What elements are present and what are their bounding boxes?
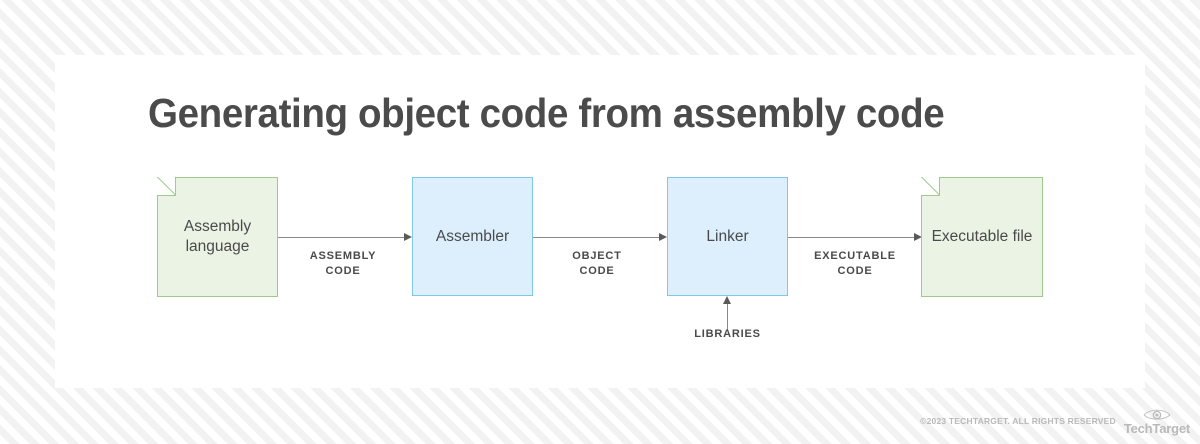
edge-libraries-line <box>727 303 728 331</box>
edge-assembly-code-label: ASSEMBLY CODE <box>309 250 377 277</box>
edge-executable-code-label: EXECUTABLE CODE <box>814 250 896 277</box>
page-title: Generating object code from assembly cod… <box>148 90 945 136</box>
node-assembler[interactable]: Assembler <box>412 177 533 296</box>
document-fold-line-icon <box>157 177 176 196</box>
node-assembler-label: Assembler <box>435 227 510 245</box>
techtarget-logo: TechTarget <box>1124 407 1190 435</box>
edge-executable-code-arrowhead <box>914 232 922 241</box>
content-card: Generating object code from assembly cod… <box>55 55 1145 388</box>
edge-assembly-code-line <box>278 237 405 238</box>
node-assembly-language[interactable]: Assembly language <box>157 177 278 297</box>
footer: ©2023 TECHTARGET. ALL RIGHTS RESERVED Te… <box>920 407 1190 435</box>
edge-libraries-arrowhead <box>723 296 731 304</box>
techtarget-wordmark: TechTarget <box>1123 421 1190 436</box>
node-linker[interactable]: Linker <box>667 177 788 296</box>
edge-assembly-code-arrowhead <box>404 232 412 241</box>
node-linker-label: Linker <box>706 227 749 245</box>
node-assembly-language-label: Assembly language <box>183 218 252 255</box>
eye-icon <box>1143 409 1171 420</box>
flow-diagram: Assembly language ASSEMBLY CODE Assemble… <box>55 55 1145 388</box>
document-fold-line-icon <box>921 177 940 196</box>
copyright-text: ©2023 TECHTARGET. ALL RIGHTS RESERVED <box>920 416 1116 426</box>
node-executable-file-label: Executable file <box>931 228 1033 245</box>
edge-executable-code-line <box>788 237 915 238</box>
edge-object-code-line <box>533 237 660 238</box>
edge-libraries-label: LIBRARIES <box>694 328 761 340</box>
edge-object-code-label: OBJECT CODE <box>572 250 622 277</box>
node-executable-file[interactable]: Executable file <box>921 177 1043 297</box>
edge-object-code-arrowhead <box>659 232 667 241</box>
